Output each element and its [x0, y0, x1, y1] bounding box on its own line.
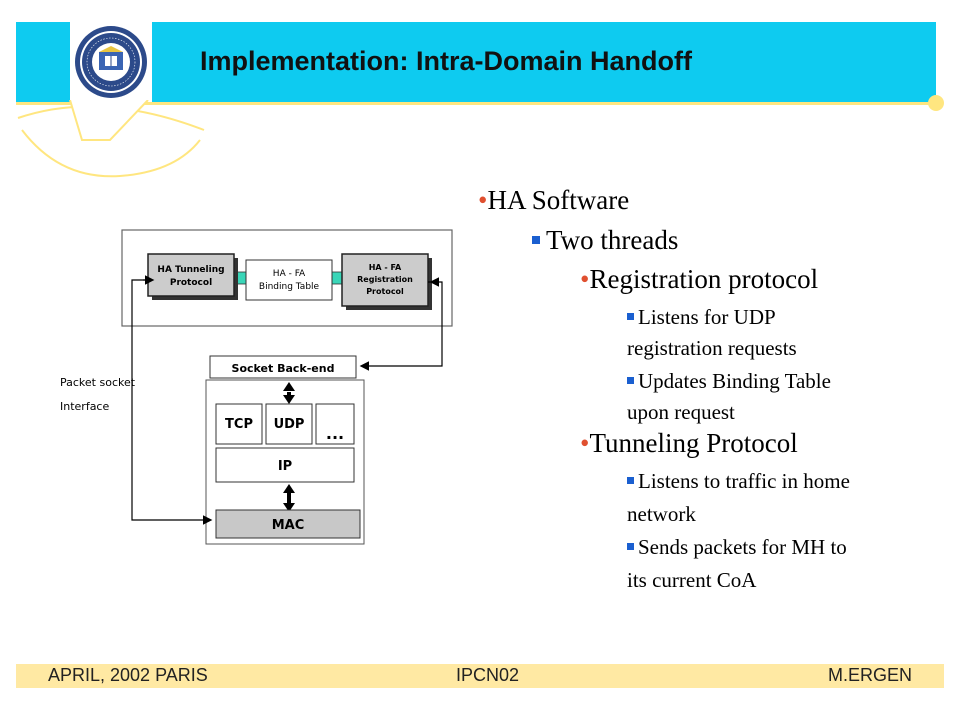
binding-table-label: HA - FA	[273, 269, 306, 279]
tcp-box	[215, 403, 263, 445]
registration-box	[341, 253, 429, 307]
bullet-listens-traffic: Listens to traffic in home	[627, 466, 850, 497]
binding-table-box	[245, 259, 333, 301]
bullet-listens-udp-text: Listens for UDP	[638, 305, 776, 329]
bullet-tunneling-protocol-text: Tunneling Protocol	[589, 428, 798, 458]
bullet-updates-binding-text: Updates Binding Table	[638, 369, 831, 393]
bullet-listens-udp-cont: registration requests	[627, 336, 797, 360]
registration-label: HA - FA	[369, 263, 402, 272]
footer-author: M.ERGEN	[828, 665, 913, 685]
bullet-sends-packets: Sends packets for MH to	[627, 532, 847, 563]
bullet-dot-icon: •	[580, 264, 590, 294]
udp-label: UDP	[274, 417, 305, 432]
bullet-ha-software: •HA Software	[478, 185, 629, 216]
header-underline	[16, 102, 936, 105]
bullet-registration-protocol-text: Registration protocol	[589, 264, 819, 294]
registration-label-2: Registration	[357, 275, 413, 284]
slide-title: Implementation: Intra-Domain Handoff	[200, 46, 692, 76]
bullet-sends-packets-cont: its current CoA	[627, 568, 757, 592]
logo-pedestal	[69, 100, 149, 141]
ip-label: IP	[278, 459, 292, 474]
bullet-ha-software-text: HA Software	[487, 185, 630, 215]
bullet-dot-icon: •	[580, 428, 590, 458]
udp-box	[265, 403, 313, 445]
bullet-updates-binding-cont: upon request	[627, 400, 735, 424]
decorative-arcs	[17, 100, 205, 178]
binding-table-label-2: Binding Table	[259, 282, 320, 292]
mac-label: MAC	[272, 518, 305, 533]
ip-box	[215, 447, 355, 483]
packet-socket-label: Packet socket	[60, 376, 136, 389]
bullet-listens-traffic-cont: network	[627, 502, 696, 526]
bullet-listens-traffic-text: Listens to traffic in home	[638, 469, 850, 493]
ha-tunneling-label-2: Protocol	[170, 278, 212, 288]
footer-date-location: APRIL, 2002 PARIS	[48, 665, 208, 685]
bullet-square-icon	[627, 476, 634, 484]
bullet-sends-packets-text: Sends packets for MH to	[638, 535, 847, 559]
packet-socket-label-2: Interface	[60, 400, 109, 413]
footer-conference: IPCN02	[456, 665, 520, 685]
bullet-two-threads: Two threads	[532, 225, 678, 256]
bullet-square-icon	[627, 376, 634, 384]
socket-backend-box	[209, 355, 357, 379]
arc-bottom	[21, 129, 201, 178]
ip-mac-arrow-up	[283, 484, 295, 493]
ip-mac-arrow-down	[283, 503, 295, 512]
other-protocols-box	[315, 403, 355, 445]
ha-tunneling-label: HA Tunneling	[157, 265, 224, 275]
bullet-square-icon	[532, 235, 540, 244]
bullet-registration-protocol: •Registration protocol	[580, 264, 818, 295]
socket-stack-arrow-down	[283, 395, 295, 404]
mac-box	[215, 509, 361, 539]
socket-stack-arrow-up	[283, 382, 295, 391]
bullet-listens-udp: Listens for UDP	[627, 302, 776, 333]
tunnel-to-mac-arrow	[131, 279, 213, 525]
registration-label-3: Protocol	[366, 287, 404, 296]
ellipsis-label: ...	[326, 424, 344, 443]
socket-backend-label: Socket Back-end	[232, 362, 335, 375]
ha-architecture-diagram: HA Tunneling Protocol HA - FA Binding Ta…	[60, 229, 453, 545]
header-accent-dot	[928, 95, 944, 111]
ha-tunneling-box	[147, 253, 235, 297]
bullet-tunneling-protocol: •Tunneling Protocol	[580, 428, 798, 459]
university-seal-icon	[75, 26, 147, 98]
bullet-square-icon	[627, 542, 634, 550]
footer-band	[16, 664, 944, 688]
bullet-updates-binding: Updates Binding Table	[627, 366, 831, 397]
bullet-dot-icon: •	[478, 185, 488, 215]
header-band	[16, 22, 936, 102]
connector-right	[331, 271, 343, 285]
bullet-two-threads-text: Two threads	[546, 225, 679, 255]
bullet-square-icon	[627, 312, 634, 320]
tcp-label: TCP	[225, 417, 253, 432]
